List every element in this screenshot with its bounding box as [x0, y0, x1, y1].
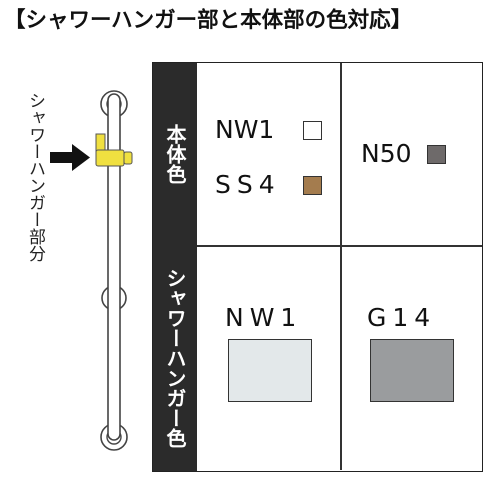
- arrow-right-icon: [50, 144, 90, 171]
- body-color-code-n50: N50: [361, 139, 412, 168]
- color-correspondence-table: 本体色 シャワーハンガー色 NW1 SS4 N50 NW1 G14: [152, 62, 483, 472]
- hanger-color-swatch-g14: [370, 339, 454, 402]
- row-divider: [197, 245, 482, 247]
- hanger-color-swatch-nw1: [228, 339, 312, 402]
- body-color-swatch-ss4: [303, 176, 322, 195]
- body-color-swatch-nw1: [303, 121, 322, 140]
- column-divider: [340, 63, 342, 470]
- body-color-code-nw1: NW1: [215, 115, 275, 144]
- body-color-header-text: 本体色: [163, 124, 187, 184]
- shower-hanger-part-label: シャワーハンガー部分: [25, 92, 45, 262]
- hanger-color-header: シャワーハンガー色: [153, 245, 197, 471]
- body-color-header: 本体色: [153, 63, 197, 246]
- body-color-code-ss4: SS4: [215, 170, 281, 199]
- slide-bar: [107, 93, 121, 441]
- page-title: 【シャワーハンガー部と本体部の色対応】: [4, 8, 413, 33]
- hanger-color-header-text: シャワーハンガー色: [163, 268, 187, 448]
- shower-hanger-illustration: [95, 133, 133, 167]
- hanger-color-code-g14: G14: [367, 303, 437, 332]
- body-color-swatch-n50: [427, 145, 446, 164]
- shower-slide-bar-illustration: [50, 90, 133, 451]
- hanger-color-code-nw1: NW1: [225, 303, 303, 332]
